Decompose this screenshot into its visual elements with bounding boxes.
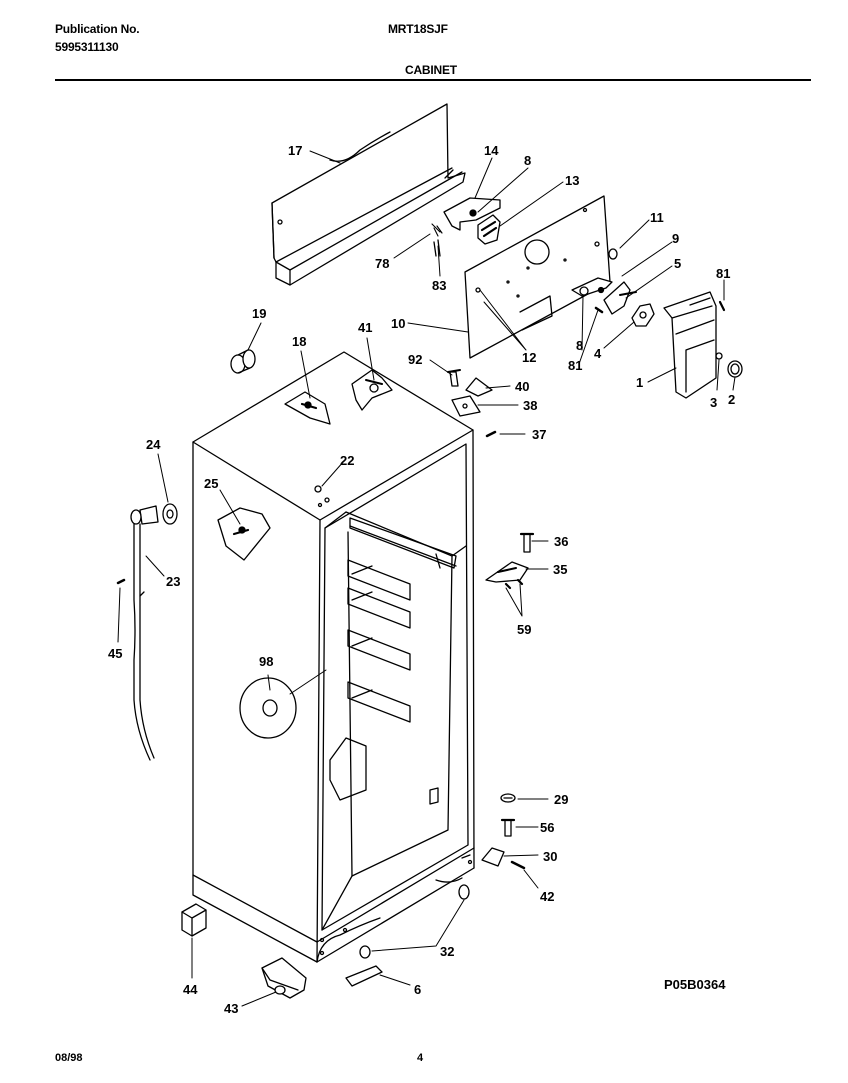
part-label-38: 38	[523, 398, 537, 413]
section-title: CABINET	[405, 63, 457, 77]
roller-43-part	[261, 957, 307, 999]
part-label-81: 81	[716, 266, 730, 281]
top-hinge-parts	[447, 369, 497, 438]
part-label-10: 10	[391, 316, 405, 331]
part-label-29: 29	[554, 792, 568, 807]
publication-number: 5995311130	[55, 40, 119, 54]
leader-lines	[117, 150, 736, 1007]
part-label-44: 44	[183, 982, 198, 997]
bracket-25-part	[217, 507, 271, 561]
light-shield-part	[663, 291, 743, 399]
part-label-78: 78	[375, 256, 389, 271]
grommet-32-parts	[359, 884, 470, 959]
part-label-18: 18	[292, 334, 306, 349]
part-label-37: 37	[532, 427, 546, 442]
part-label-92: 92	[408, 352, 422, 367]
footer-date: 08/98	[55, 1052, 83, 1064]
top-bracket-parts	[284, 369, 393, 425]
part-label-32: 32	[440, 944, 454, 959]
part-label-17: 17	[288, 143, 302, 158]
part-label-36: 36	[554, 534, 568, 549]
part-label-13: 13	[565, 173, 579, 188]
plug-19-part	[230, 349, 256, 374]
diagram-code: P05B0364	[664, 977, 726, 992]
part-label-45: 45	[108, 646, 122, 661]
part-label-42: 42	[540, 889, 554, 904]
bottom-right-parts	[481, 793, 526, 870]
part-label-40: 40	[515, 379, 529, 394]
part-label-23: 23	[166, 574, 180, 589]
part-label-59: 59	[517, 622, 531, 637]
part-label-3: 3	[710, 395, 717, 410]
grille-6-part	[345, 965, 383, 987]
part-label-25: 25	[204, 476, 218, 491]
part-label-6: 6	[414, 982, 421, 997]
part-label-4: 4	[594, 346, 602, 361]
part-label-30: 30	[543, 849, 557, 864]
part-label-5: 5	[674, 256, 681, 271]
part-label-43: 43	[224, 1001, 238, 1016]
publication-label: Publication No.	[55, 22, 140, 36]
thermostat-bracket-part	[431, 197, 501, 257]
part-label-14: 14	[484, 143, 499, 158]
part-label-98: 98	[259, 654, 273, 669]
part-label-12: 12	[522, 350, 536, 365]
part-label-2: 2	[728, 392, 735, 407]
part-label-35: 35	[553, 562, 567, 577]
part-label-41: 41	[358, 320, 372, 335]
part-label-56: 56	[540, 820, 554, 835]
lower-hinge-parts	[485, 532, 535, 590]
part-label-22: 22	[340, 453, 354, 468]
control-knob-parts	[571, 248, 655, 327]
leveler-44-part	[181, 903, 207, 937]
part-label-9: 9	[672, 231, 679, 246]
part-label-8: 8	[576, 338, 583, 353]
part-label-19: 19	[252, 306, 266, 321]
part-label-1: 1	[636, 375, 643, 390]
header-rule	[55, 79, 811, 81]
tubing-parts	[116, 503, 178, 761]
plug-98-part	[239, 677, 297, 739]
part-number-labels: 17 14 8 13 11 9 5 81 78 83 10 12 8 81 4 …	[108, 143, 735, 1016]
part-label-24: 24	[146, 437, 161, 452]
top-cover-part	[271, 103, 466, 286]
part-label-11: 11	[650, 210, 664, 225]
page-number: 4	[417, 1052, 424, 1064]
part-label-8: 8	[524, 153, 531, 168]
model-number: MRT18SJF	[388, 22, 448, 36]
part-label-81: 81	[568, 358, 582, 373]
cabinet-body	[192, 351, 475, 963]
part-label-83: 83	[432, 278, 446, 293]
